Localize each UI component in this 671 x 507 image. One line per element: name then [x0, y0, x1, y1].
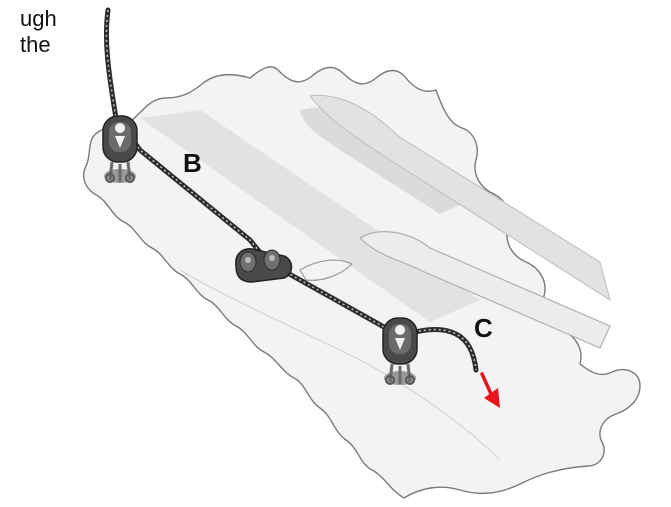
pull-direction-arrow-icon: [480, 372, 500, 408]
caption-line-2: the: [20, 32, 51, 57]
control-line-texture: [105, 9, 477, 371]
label-b: B: [183, 148, 202, 178]
label-c: C: [474, 313, 493, 343]
shadow-band: [140, 110, 480, 322]
boom-silhouette: [309, 94, 611, 302]
hatch-outline: [359, 231, 611, 349]
pulley-block-icon: [102, 115, 138, 183]
pulley-block-icon-bottom: [382, 317, 418, 385]
cropped-caption-text: ugh the: [20, 6, 57, 58]
caption-line-1: ugh: [20, 6, 57, 31]
shadow-band-upper: [300, 107, 470, 214]
fold-line-1: [179, 269, 501, 461]
fold-line-2: [299, 259, 354, 281]
cam-cleat-icon: [235, 248, 293, 283]
